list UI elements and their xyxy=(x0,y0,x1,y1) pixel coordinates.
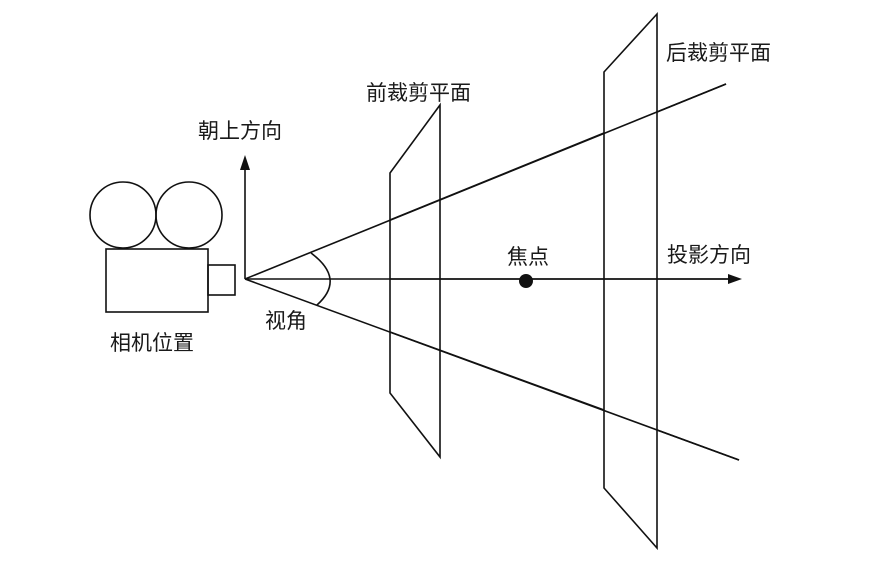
front-clip-plane xyxy=(389,102,441,460)
view-up-label: 朝上方向 xyxy=(198,119,282,143)
back-clip-plane-label: 后裁剪平面 xyxy=(666,41,771,65)
upper-ray-tail xyxy=(656,83,727,113)
view-up-axis xyxy=(240,155,250,279)
camera-lens xyxy=(207,264,236,296)
lower-ray-segment xyxy=(389,331,605,411)
focal-point-dot xyxy=(519,274,533,288)
projection-direction-label: 投影方向 xyxy=(667,243,751,267)
front-clip-plane-label: 前裁剪平面 xyxy=(366,81,471,105)
back-clip-plane xyxy=(603,11,658,551)
camera-reel-left xyxy=(89,181,157,249)
upper-ray-segment xyxy=(389,132,605,221)
camera-body xyxy=(105,248,209,313)
projection-arrowhead xyxy=(728,274,742,284)
view-angle-label: 视角 xyxy=(265,309,307,333)
camera-icon xyxy=(89,181,236,313)
view-angle-arc xyxy=(310,252,331,306)
lower-ray-tail xyxy=(656,429,740,461)
camera-position-label: 相机位置 xyxy=(110,331,194,355)
camera-reel-right xyxy=(155,181,223,249)
view-up-arrowhead xyxy=(240,155,250,170)
focal-point-label: 焦点 xyxy=(507,245,549,269)
